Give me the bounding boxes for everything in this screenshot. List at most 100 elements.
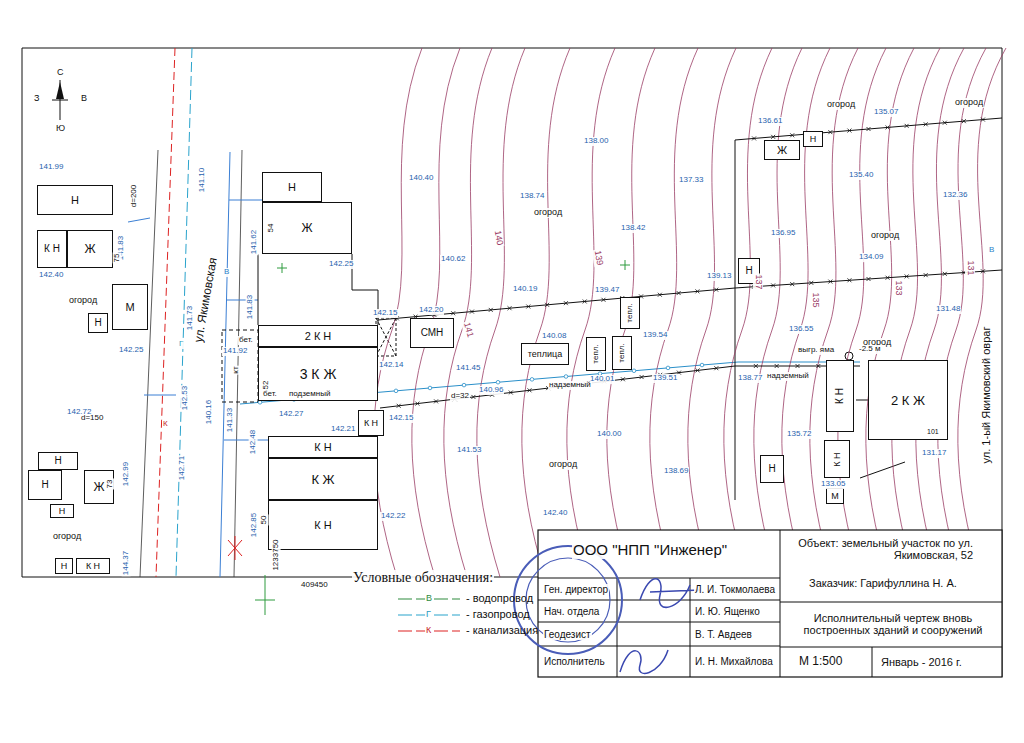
fence-mark <box>771 283 775 287</box>
contour-line <box>810 48 858 577</box>
fence-mark <box>828 280 832 284</box>
building-label: Н <box>768 464 775 474</box>
elevation-mark: 140.00 <box>596 430 622 439</box>
building-label: К Н <box>833 452 842 466</box>
building-outline: К Н <box>37 230 67 268</box>
elevation-mark: 142.22 <box>380 512 406 521</box>
fence-mark <box>905 274 909 278</box>
elevation-mark: 139.54 <box>642 331 668 340</box>
building-label: Н <box>41 480 48 490</box>
title-grid <box>538 530 1002 677</box>
map-label: В <box>425 594 433 604</box>
elevation-mark: 140.62 <box>440 255 466 264</box>
building-outline: Н <box>262 172 322 202</box>
building-label: 2 К Ж <box>891 394 925 407</box>
map-label: надземный <box>548 381 592 390</box>
building-label: М <box>831 492 839 501</box>
building-label: СМН <box>421 328 444 338</box>
elevation-mark: 140.40 <box>408 174 434 183</box>
building-label: Н <box>61 562 68 571</box>
elevation-mark: 132.36 <box>942 191 968 200</box>
fence-mark <box>847 278 851 282</box>
map-label: И. Н. Михайлова <box>694 656 774 667</box>
map-label: 101 <box>926 428 940 436</box>
building-label: Н <box>288 182 296 193</box>
elevation-mark: 142.85 <box>250 512 259 538</box>
contour-line <box>412 48 460 577</box>
map-label: огород <box>533 208 563 218</box>
fence-mark <box>924 273 928 277</box>
fence-mark <box>924 122 928 126</box>
map-label: Геодезист <box>543 629 592 640</box>
fence-mark <box>962 119 966 123</box>
water-line <box>220 152 230 577</box>
elevation-mark: 138.42 <box>620 224 646 233</box>
map-label: И. Ю. Ященко <box>694 606 761 617</box>
map-label: огород <box>548 460 578 470</box>
building-label: 3 К Ж <box>300 367 337 381</box>
map-label: М 1:500 <box>798 655 843 668</box>
building-label: К Н <box>314 442 331 453</box>
elevation-mark: 140.16 <box>205 399 214 425</box>
building-label: К Ж <box>311 473 334 486</box>
fence-mark <box>816 364 820 368</box>
elevation-mark: 140.01 <box>589 375 615 384</box>
concrete-area <box>222 330 258 402</box>
map-label: 133 <box>893 279 903 296</box>
map-label: В <box>988 246 995 255</box>
map-label: надземный <box>766 372 810 381</box>
elevation-mark: 139.13 <box>706 272 732 281</box>
contour-line <box>477 48 525 577</box>
elevation-mark: 142.20 <box>418 306 444 315</box>
elevation-mark: 137.33 <box>678 176 704 185</box>
contour-line <box>522 48 570 577</box>
fence-mark <box>526 305 530 309</box>
map-label: выгр. яма <box>797 346 835 355</box>
contour-line <box>444 48 492 577</box>
building-label: Ж <box>84 243 95 255</box>
fence-mark <box>695 289 699 293</box>
building-outline: Ж <box>764 140 800 160</box>
map-label: 73 <box>106 479 115 490</box>
elevation-mark: 140.19 <box>512 285 538 294</box>
elevation-mark: 141.10 <box>198 167 207 193</box>
map-label: бет. <box>262 390 278 399</box>
building-label: Н <box>71 195 79 206</box>
elevation-mark: 136.61 <box>757 117 783 126</box>
elevation-mark: 141.53 <box>456 446 482 455</box>
building-outline: Н <box>55 558 73 574</box>
map-label: 54 <box>267 223 276 234</box>
building-label: К Н <box>364 419 378 428</box>
map-layer <box>22 48 1006 677</box>
pipe-support <box>700 363 704 367</box>
fence-mark <box>867 277 871 281</box>
fence-mark <box>397 404 401 408</box>
map-label: С <box>56 68 65 78</box>
contour-line <box>650 48 698 577</box>
fence-mark <box>601 298 605 302</box>
street-edge <box>234 150 242 577</box>
fence-mark <box>886 125 890 129</box>
building-label: тепл. <box>626 303 634 322</box>
elevation-mark: 141.33 <box>226 407 235 433</box>
building-label: Ж <box>301 222 312 234</box>
building-outline: К Н <box>358 410 384 436</box>
elevation-mark: 142.25 <box>118 346 144 355</box>
building-outline: К Н <box>826 360 854 432</box>
elevation-mark: 131.48 <box>935 305 961 314</box>
building-outline: М <box>112 284 148 330</box>
contour-line <box>892 48 940 577</box>
map-label: 139 <box>592 249 605 267</box>
building-label: тепл. <box>618 343 626 362</box>
building-label: 2 К Н <box>305 331 332 342</box>
map-label: 50 <box>260 515 269 526</box>
pipe-support <box>394 389 398 393</box>
map-label: 75 <box>113 253 122 264</box>
elevation-mark: 134.09 <box>858 253 884 262</box>
elevation-mark: 139.51 <box>652 374 678 383</box>
fence-mark <box>943 272 947 276</box>
building-outline: Ж <box>67 230 113 268</box>
building-label: теплица <box>528 350 562 359</box>
map-label: ул. 1-ый Якимовский овраг <box>980 326 992 465</box>
map-label: огород <box>870 231 900 241</box>
